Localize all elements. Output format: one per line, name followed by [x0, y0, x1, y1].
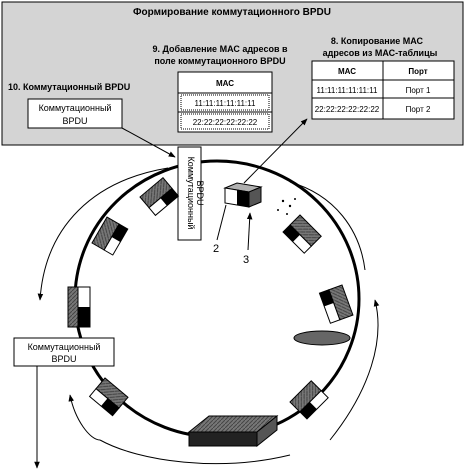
spark-icon	[277, 198, 296, 215]
switch-left	[67, 286, 91, 328]
panel-title: Формирование коммутационного BPDU	[133, 7, 331, 18]
bottom-bpdu: Коммутационный BPDU	[13, 337, 115, 469]
step8-line2: адресов из МАС-таблицы	[323, 48, 438, 58]
switches	[67, 177, 354, 448]
circulation-arrows	[37, 167, 380, 465]
switch-upper-left	[139, 177, 180, 217]
arrow-switch-to-mac-table	[243, 118, 308, 184]
broken-link-marker	[293, 330, 351, 346]
switch-top	[223, 182, 263, 208]
arrow-bottom-left	[99, 439, 291, 465]
step9-line1: 9. Добавление МАС адресов в	[152, 44, 287, 54]
switch-right-lower	[289, 380, 329, 420]
arrow-bpdu-to-ring	[121, 127, 176, 158]
mac-field-row: 11:11:11:11:11:11	[195, 99, 256, 108]
vertical-bpdu-line2: BPDU	[195, 180, 205, 205]
bottom-bpdu-line1: Коммутационный	[28, 342, 101, 352]
bpdu-box-line2: BPDU	[62, 116, 87, 126]
mac-field-row: 22:22:22:22:22:22	[193, 118, 258, 127]
mac-table-cell: Порт 1	[406, 86, 431, 95]
bpdu-box-line1: Коммутационный	[39, 103, 112, 113]
arrow-left-lower	[68, 394, 101, 441]
step10-label: 10. Коммутационный BPDU	[8, 82, 130, 92]
switch-left-upper	[91, 216, 129, 256]
bpdu-formation-panel: Формирование коммутационного BPDU 9. Доб…	[1, 1, 464, 146]
mac-table-cell: Порт 2	[406, 105, 431, 114]
switch-right	[318, 284, 354, 324]
mac-table-cell: 22:22:22:22:22:22	[315, 105, 380, 114]
arrow-right-down	[329, 299, 380, 441]
switch-right-upper	[282, 214, 322, 254]
callouts: 2 3	[213, 204, 253, 266]
switch-bottom-left	[88, 377, 129, 417]
mac-table-header-mac: МАС	[338, 67, 356, 76]
bottom-bpdu-line2: BPDU	[51, 354, 76, 364]
mac-field-header: МАС	[216, 79, 234, 88]
step9-line2: поле коммутационного BPDU	[154, 56, 285, 66]
vertical-bpdu-box: Коммутационный BPDU	[177, 146, 205, 241]
panel-arrows	[121, 118, 308, 184]
mac-table-cell: 11:11:11:11:11:11	[317, 86, 378, 95]
vertical-bpdu-line1: Коммутационный	[186, 157, 196, 230]
step8-line1: 8. Копирование МАС	[331, 36, 424, 46]
mac-address-table: МАС Порт 11:11:11:11:11:11 Порт 1 22:22:…	[311, 60, 455, 120]
arrow-upper-left	[37, 167, 169, 301]
switch-bottom	[187, 414, 279, 448]
arrow-right-upper	[289, 181, 366, 271]
callout-3: 3	[243, 254, 249, 266]
mac-table-header-port: Порт	[408, 67, 427, 76]
callout-2: 2	[213, 243, 219, 255]
bpdu-mac-field: МАС 11:11:11:11:11:11 22:22:22:22:22:22	[177, 71, 273, 133]
